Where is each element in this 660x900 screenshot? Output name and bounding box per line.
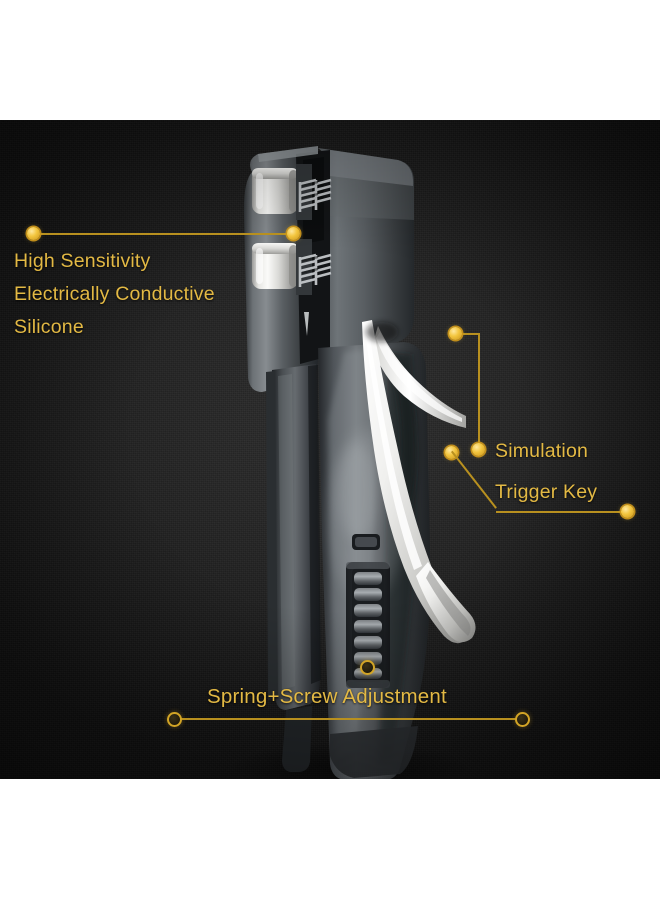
callout-label-line-1: Simulation (495, 440, 589, 462)
callout-target-dot (287, 227, 300, 240)
callout-leader-line (478, 333, 480, 450)
callout-rule-left-dot (167, 712, 182, 727)
photo-vignette (0, 120, 660, 779)
callout-label-line-2: Trigger Key (495, 481, 598, 503)
callout-leader-line (39, 233, 293, 235)
callout-anchor-dot (360, 660, 375, 675)
callout-leader-line (461, 333, 479, 335)
callout-rule-line (180, 718, 522, 720)
callout-anchor-dot (449, 327, 462, 340)
callout-target-dot (472, 443, 485, 456)
callout-leader-line (496, 511, 627, 513)
callout-end-dot (621, 505, 634, 518)
callout-label-line-2: Electrically Conductive (14, 283, 215, 305)
callout-label-line-3: Silicone (14, 316, 84, 338)
callout-rule-right-dot (515, 712, 530, 727)
callout-label-line-1: High Sensitivity (14, 250, 151, 272)
callout-label-line-1: Spring+Screw Adjustment (207, 685, 447, 708)
product-photo (0, 120, 660, 779)
callout-anchor-dot (27, 227, 40, 240)
